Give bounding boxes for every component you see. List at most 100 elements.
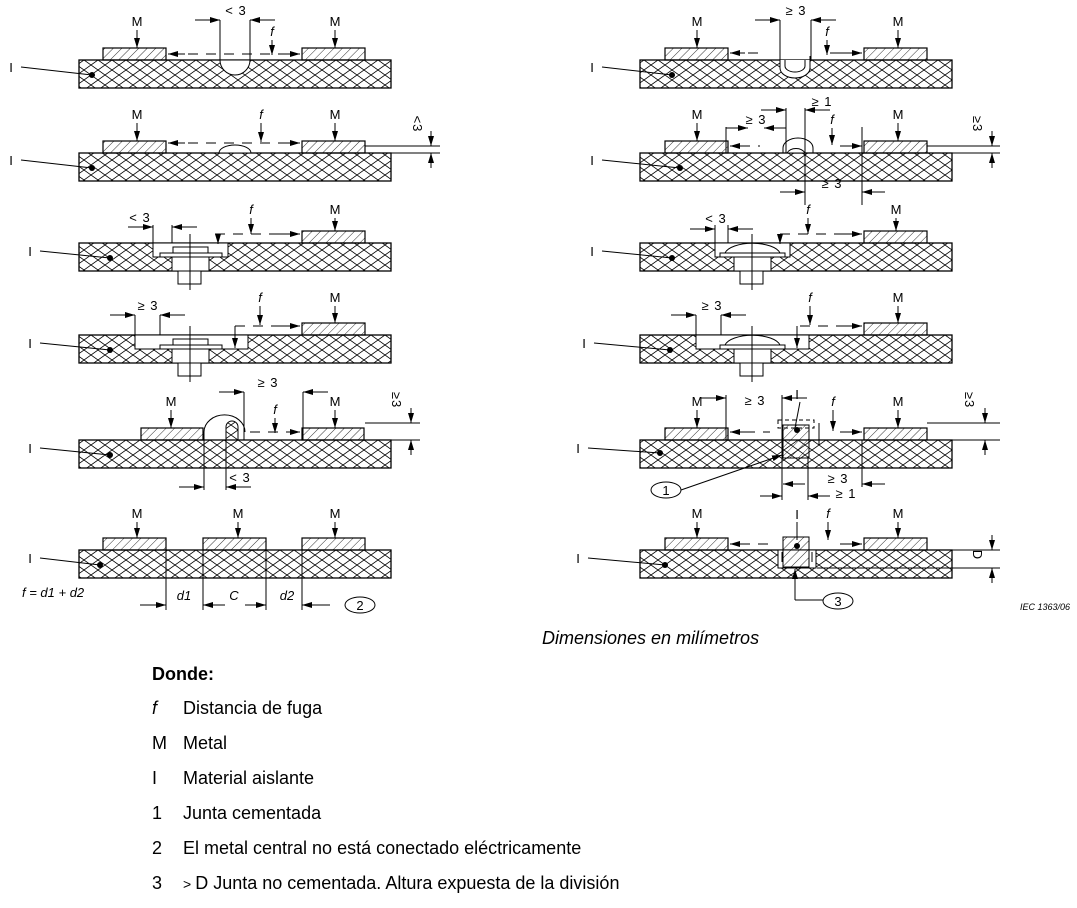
legend-item: M Metal (152, 733, 619, 768)
groove-inner (784, 60, 806, 73)
legend-description: >D Junta no cementada. Altura expuesta d… (183, 873, 619, 908)
callout-2-label: 2 (356, 598, 363, 613)
metal-label: M (166, 394, 177, 409)
metal-label: M (692, 394, 703, 409)
legend-item: 3 >D Junta no cementada. Altura expuesta… (152, 873, 619, 908)
dimension-label: ≥ 3 (828, 471, 849, 486)
dimension-label: ≥ 3 (786, 3, 807, 18)
dimension-label: ≥ 3 (138, 298, 159, 313)
insulator-label: I (795, 387, 799, 402)
dimension-label: < 3 (229, 470, 250, 485)
metal-label: M (893, 290, 904, 305)
metal-label: M (330, 394, 341, 409)
insulator-leader (39, 557, 101, 566)
legend-description-text: D Junta no cementada. Altura expuesta de… (195, 873, 620, 893)
metal-part (102, 47, 167, 61)
metal-part (301, 47, 366, 61)
metal-part (301, 322, 366, 336)
creepage-label: f (258, 290, 263, 305)
metal-part (102, 537, 167, 551)
metal-part (301, 537, 366, 551)
metal-label: M (893, 394, 904, 409)
insulating-material-block (78, 242, 392, 272)
insulator-label: I (582, 336, 586, 351)
insulator-leader (587, 447, 661, 454)
iec-reference: IEC 1363/06 (1020, 602, 1070, 612)
legend-description: El metal central no está conectado eléct… (183, 838, 582, 858)
insulator-label: I (28, 336, 32, 351)
creepage-label: f (830, 112, 835, 127)
insert-dot (794, 427, 800, 433)
metal-part (863, 47, 928, 61)
metal-label: M (132, 107, 143, 122)
groove (779, 56, 811, 79)
creepage-label: f (273, 402, 278, 417)
rib (218, 144, 252, 154)
rib (225, 420, 239, 441)
metal-label: M (233, 506, 244, 521)
insulator-leader (39, 447, 111, 456)
legend-prefix: > (183, 876, 192, 892)
metal-part (664, 427, 729, 441)
metal-label: M (692, 14, 703, 29)
dimension-label: ≥ 3 (258, 375, 279, 390)
insert-outline (777, 419, 815, 429)
legend-item: 2 El metal central no está conectado elé… (152, 838, 619, 873)
insulator-leader (39, 250, 111, 259)
callout-3-label: 3 (834, 594, 841, 609)
insulator-dot (89, 165, 95, 171)
legend-title: Donde: (152, 664, 214, 684)
metal-part (102, 140, 167, 154)
insulator-label: I (590, 153, 594, 168)
dimension-label: ≥ 3 (822, 176, 843, 191)
metal-part (301, 230, 366, 244)
dimension-label: ≥ 3 (745, 393, 766, 408)
insulating-material-block (639, 242, 953, 272)
metal-part (140, 427, 204, 441)
legend-description: Distancia de fuga (183, 698, 323, 718)
creepage-label: f (249, 202, 254, 217)
creepage-label: f (808, 290, 813, 305)
legend-description: Material aislante (183, 768, 315, 788)
metal-part (863, 427, 928, 441)
creepage-label: f (826, 506, 831, 521)
dimension-label: D (970, 550, 985, 560)
insulator-leader (593, 342, 671, 351)
callout-3-circle (822, 592, 854, 610)
figure-caption: Dimensiones en milímetros (542, 628, 760, 648)
insulator-dot (657, 450, 663, 456)
insulating-material-block (78, 549, 392, 579)
d1-label: d1 (177, 588, 191, 603)
legend-description: Junta cementada (183, 803, 322, 823)
creepage-label: f (270, 24, 275, 39)
metal-label: M (330, 107, 341, 122)
insulator-label: I (28, 551, 32, 566)
insulating-material-block (78, 439, 392, 469)
dimension-label: ≥3 (962, 392, 977, 408)
dimension-label: ≥ 3 (746, 112, 767, 127)
dimension-label: <3 (410, 116, 425, 133)
washer (159, 344, 223, 350)
metal-part (664, 47, 729, 61)
legend-key: f (152, 698, 158, 718)
insulator-dot (669, 255, 675, 261)
metal-part (863, 230, 928, 244)
insulator-leader (601, 159, 681, 169)
insulator-leader (39, 342, 111, 351)
dimension-label: ≥ 1 (836, 486, 857, 501)
legend-item: I Material aislante (152, 768, 619, 803)
metal-part (664, 140, 729, 154)
legend-item: 1 Junta cementada (152, 803, 619, 838)
legend-key: 1 (152, 803, 163, 823)
insulator-label: I (9, 153, 13, 168)
insulator-leader (601, 66, 673, 76)
metal-label: M (692, 506, 703, 521)
insulator-dot (662, 562, 668, 568)
metal-label: M (132, 506, 143, 521)
insulator-dot (667, 347, 673, 353)
metal-part (664, 537, 729, 551)
insulator-leader (20, 66, 93, 76)
callout-2-circle (344, 596, 376, 614)
rib-outline (203, 414, 246, 440)
creepage-label: f (825, 24, 830, 39)
